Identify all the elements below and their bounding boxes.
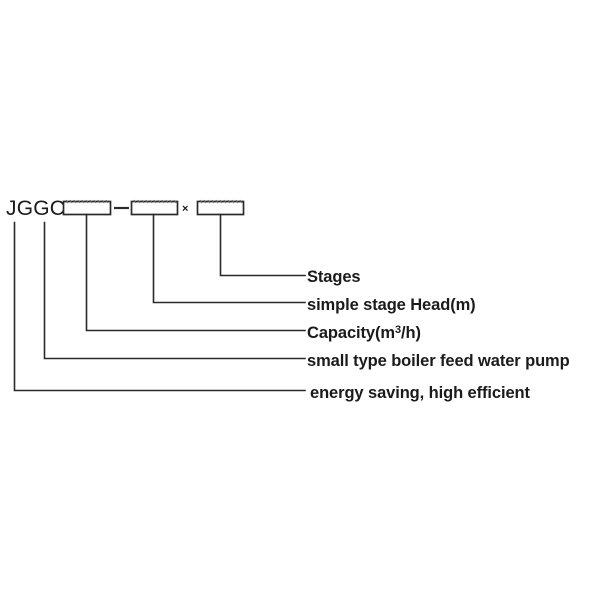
callout-label-feature: energy saving, high efficient: [310, 384, 531, 402]
placeholder-box-stages[interactable]: [196, 199, 245, 216]
placeholder-box-capacity[interactable]: [62, 199, 112, 216]
multiply-symbol: ×: [182, 203, 188, 215]
callout-label-capacity: Capacity(m3/h): [307, 324, 421, 342]
callout-capacity-main: Capacity(m: [307, 324, 395, 342]
callout-label-single-stage-head: simple stage Head(m): [307, 296, 476, 314]
leader-line-feature: [13, 221, 306, 392]
placeholder-box-head[interactable]: [130, 199, 179, 216]
leader-line-stages: [219, 213, 306, 277]
box-hatch-lines: [65, 199, 109, 204]
callout-capacity-superscript: 3: [395, 324, 401, 336]
leader-line-single-stage-head: [152, 213, 306, 304]
callout-label-stages: Stages: [307, 268, 361, 286]
callout-capacity-suffix: /h): [401, 324, 421, 342]
leader-line-pump-type: [43, 221, 306, 360]
box-hatch-lines: [133, 199, 177, 204]
box-hatch-lines: [199, 199, 243, 204]
leader-line-capacity: [85, 213, 306, 332]
model-prefix-label: JGGC: [6, 197, 65, 220]
callout-label-pump-type: small type boiler feed water pump: [307, 352, 570, 370]
